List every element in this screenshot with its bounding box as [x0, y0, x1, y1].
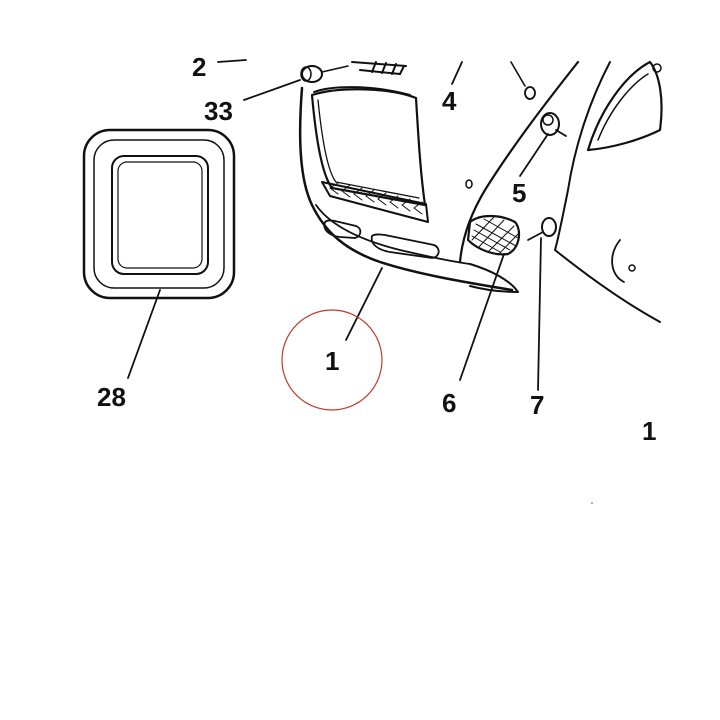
callout-1-main: 1 [325, 346, 339, 376]
callout-4: 4 [442, 86, 457, 116]
part-33-clip [300, 65, 349, 83]
part-4-fastener [510, 61, 536, 100]
part-1-bumper-fascia [298, 61, 519, 293]
callout-33: 33 [204, 96, 233, 126]
highlight-circle [281, 309, 383, 411]
part-7-screw [527, 217, 557, 241]
callout-2: 2 [192, 52, 206, 82]
stray-dot [591, 502, 593, 504]
callout-7: 7 [530, 390, 544, 420]
callout-28: 28 [97, 382, 126, 412]
part-28-seal [82, 128, 236, 300]
callout-5: 5 [512, 178, 526, 208]
part-6-mesh-insert [466, 214, 521, 256]
body-fender-section [458, 60, 663, 323]
callout-6: 6 [442, 388, 456, 418]
callout-1-right: 1 [642, 416, 656, 446]
leader-lines [127, 59, 549, 391]
part-5-bolt [540, 112, 567, 137]
